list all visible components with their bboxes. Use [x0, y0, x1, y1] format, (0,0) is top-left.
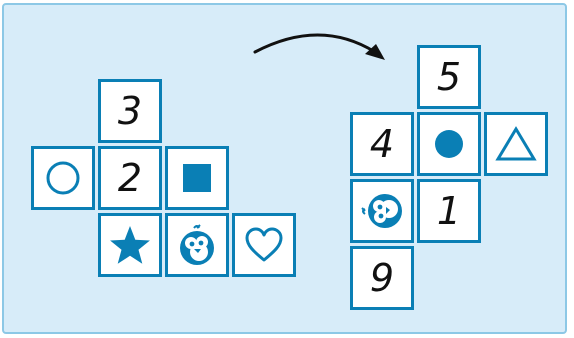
puzzle-stage: 3 2 — [0, 0, 574, 338]
curved-arrow-icon — [0, 0, 574, 338]
